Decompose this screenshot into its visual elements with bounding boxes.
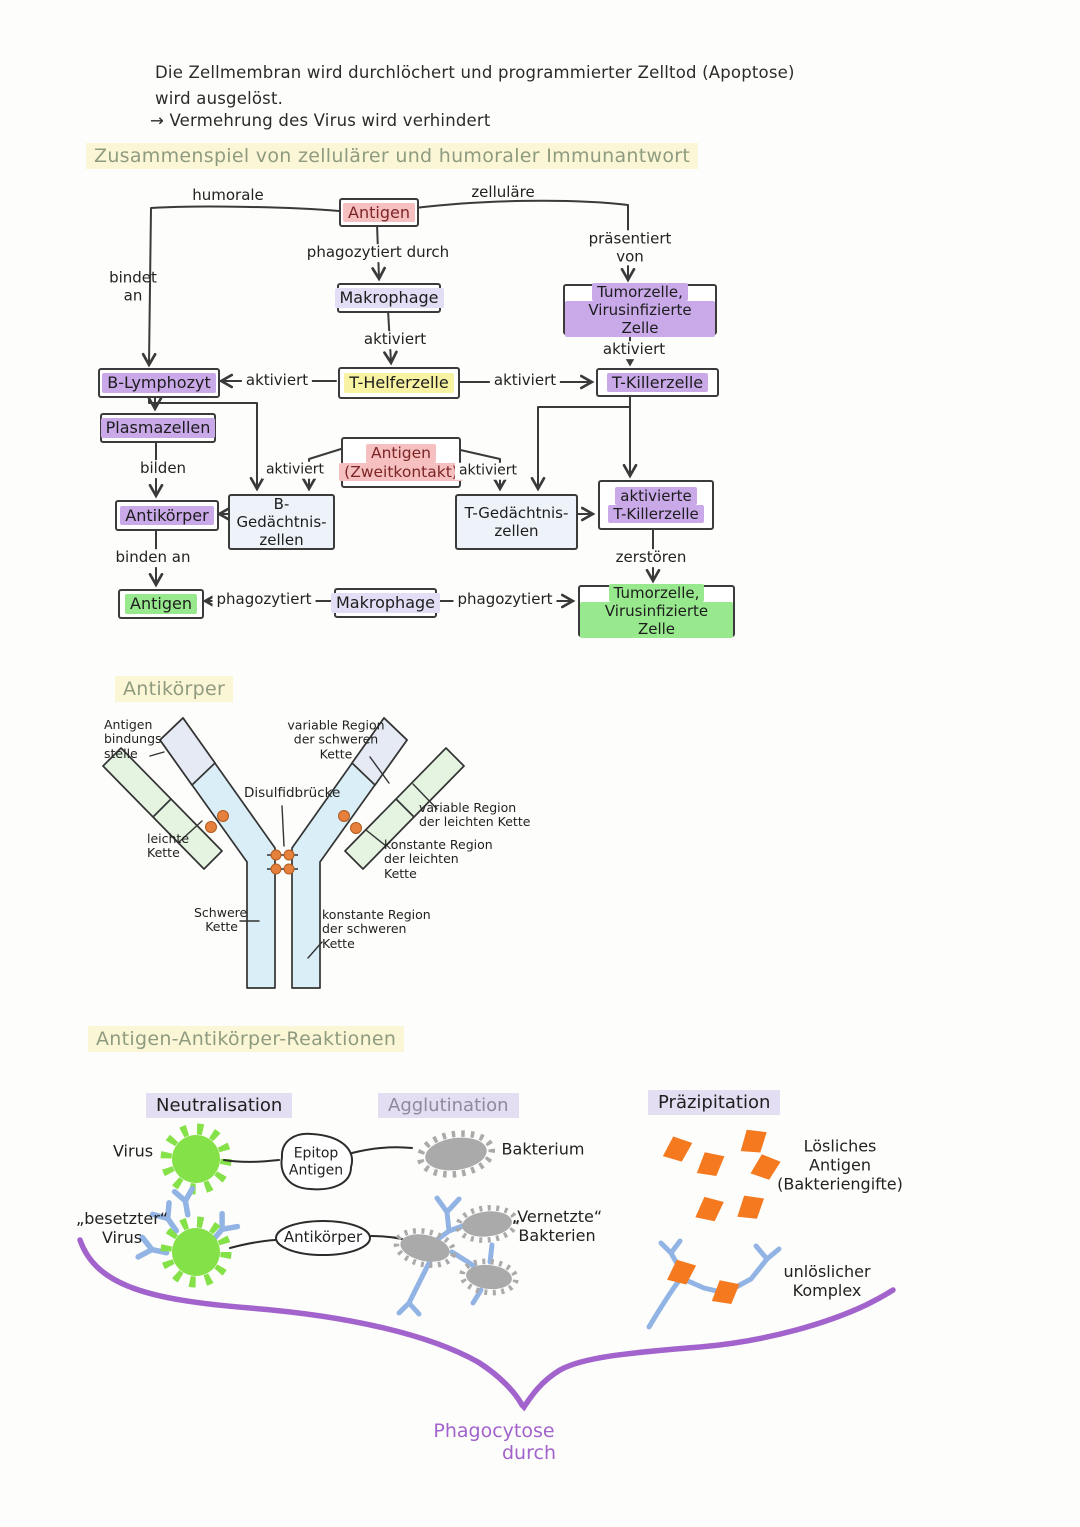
vernetzte-bakterien-icons [393, 1205, 519, 1296]
box-tumorzelle-top: Tumorzelle, Virusinfizierte Zelle [563, 282, 717, 337]
label-phagocytose-durch: durch [502, 1441, 556, 1464]
label-aktiviert-killer: aktiviert [489, 371, 561, 390]
box-makrophage-top: Makrophage [334, 283, 444, 313]
label-phagozytiert-rechts: phagozytiert [453, 590, 557, 609]
label-zerstoeren: zerstören [611, 548, 691, 567]
heading-antibody: Antikörper [115, 676, 234, 702]
heading-interplay: Zusammenspiel von zellulärer und humoral… [86, 143, 699, 169]
heading-agglutination: Agglutination [378, 1093, 519, 1118]
label-aktiviert-zk-links: aktiviert [261, 461, 329, 479]
label-konstante-region-schwere: konstante Region der schweren Kette [322, 907, 431, 951]
label-humorale: humorale [192, 186, 264, 205]
antibody-diagram [102, 717, 465, 989]
label-vernetzte-bakterien: „Vernetzte“ Bakterien [511, 1207, 603, 1245]
box-aktivierte-t-killerzelle: aktivierte T-Killerzelle [598, 480, 714, 530]
line-virus-to-antikoerper [229, 1239, 276, 1249]
intro-line-3: → Vermehrung des Virus wird verhindert [150, 111, 491, 130]
label-phagozytiert-durch: phagozytiert durch [302, 243, 454, 262]
epitop-blob [280, 1132, 353, 1191]
label-phagocytose: Phagocytose [433, 1419, 555, 1442]
box-b-gedaechtniszellen: B-Gedächtnis- zellen [228, 494, 335, 550]
loesliche-antigene-icons [662, 1129, 781, 1222]
label-virus: Virus [112, 1141, 154, 1161]
phagocytose-brace [77, 1237, 896, 1412]
intro-line-2: wird ausgelöst. [155, 89, 284, 108]
label-binden-an: binden an [111, 548, 195, 567]
label-unloeslicher-komplex: unlöslicher Komplex [783, 1262, 871, 1300]
box-t-gedaechtniszellen: T-Gedächtnis- zellen [455, 494, 578, 550]
virus-icon [160, 1123, 232, 1195]
box-antigen-top: Antigen [339, 198, 419, 227]
label-aktiviert-tumorzelle: aktiviert [598, 340, 670, 359]
light-chain-right-divider [395, 798, 415, 818]
label-bilden: bilden [135, 459, 191, 478]
heading-praezipitation: Präzipitation [648, 1090, 781, 1115]
variable-region-heavy-left [159, 717, 216, 786]
label-loesliches-antigen: Lösliches Antigen (Bakteriengifte) [777, 1136, 903, 1194]
label-aktiviert-b: aktiviert [241, 371, 313, 390]
box-makrophage-bottom: Makrophage [331, 588, 440, 618]
label-variable-region-leichte: variable Region der leichten Kette [419, 800, 531, 830]
bacterium-icon [416, 1130, 496, 1178]
light-chain-left-divider [152, 798, 172, 818]
box-antigen-bottom: Antigen [118, 589, 204, 619]
line-antigen-to-blymphozyt [141, 205, 340, 368]
box-t-helferzelle: T-Helferzelle [338, 367, 460, 399]
box-plasmazellen: Plasmazellen [100, 413, 216, 443]
label-epitop-antigen: Epitop Antigen [288, 1145, 344, 1178]
label-konstante-region-leichte: konstante Region der leichten Kette [384, 837, 493, 881]
box-antikoerper: Antikörper [115, 500, 219, 531]
intro-line-1: Die Zellmembran wird durchlöchert und pr… [155, 63, 795, 82]
label-antikoerper-oval: Antikörper [283, 1228, 363, 1247]
box-tumorzelle-bottom: Tumorzelle, Virusinfizierte Zelle [578, 584, 735, 638]
label-zellulaere: zelluläre [471, 183, 535, 202]
label-leichte-kette: leichte Kette [147, 831, 190, 861]
label-variable-region-schwere: variable Region der schweren Kette [287, 717, 385, 762]
box-b-lymphozyt: B-Lymphozyt [98, 368, 220, 398]
heading-reactions: Antigen-Antikörper-Reaktionen [88, 1026, 405, 1052]
label-bindet-an: bindet an [109, 268, 157, 304]
line-virus-to-epitop [223, 1159, 280, 1163]
line-blymphozyt-to-bgedaechtnis [148, 395, 265, 492]
line-antigen-to-tumorzelle [414, 199, 636, 283]
disulfide-bridges [205, 810, 362, 875]
label-schwere-kette: Schwere Kette [194, 905, 248, 935]
box-antigen-zweitkontakt: Antigen (Zweitkontakt) [339, 437, 463, 488]
line-epitop-to-bakterium [351, 1146, 413, 1154]
label-antigenbindungsstelle: Antigen bindungs stelle [104, 717, 162, 761]
variable-region-heavy-right [351, 717, 408, 786]
box-t-killerzelle: T-Killerzelle [596, 368, 719, 397]
label-aktiviert-zk-rechts: aktiviert [454, 462, 522, 480]
line-tkiller-to-tgedaechtnis [530, 406, 631, 492]
line-zweitkontakt-to-bgedaechtnis [301, 448, 342, 492]
label-bakterium: Bakterium [501, 1139, 585, 1159]
besetzter-virus-icon [160, 1216, 232, 1288]
unloeslicher-komplex-icon [646, 1238, 782, 1330]
label-disulfidbruecke: Disulfidbrücke [244, 785, 341, 801]
antikoerper-oval [275, 1220, 371, 1256]
heading-neutralisation: Neutralisation [146, 1093, 293, 1118]
label-besetzter-virus: „besetzter“ Virus [75, 1209, 169, 1247]
label-aktiviert-makrophage: aktiviert [359, 330, 431, 349]
label-praesentiert-von: präsentiert von [584, 229, 676, 266]
antibody-pointer-lines [149, 751, 438, 959]
antibody-y-icons [135, 1185, 241, 1260]
label-phagozytiert-links: phagozytiert [212, 590, 316, 609]
